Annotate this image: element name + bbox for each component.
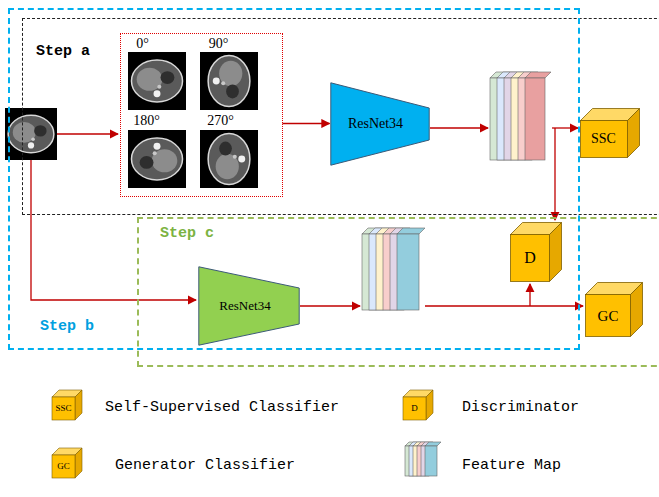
feature-layer — [525, 78, 545, 160]
step-label: Step b — [40, 319, 94, 336]
ct-slice — [200, 130, 258, 188]
block-label: D — [524, 249, 536, 267]
ct-background — [200, 130, 258, 188]
ct-stomach — [160, 71, 174, 84]
block-label: GC — [598, 307, 619, 324]
block-label: ResNet34 — [219, 299, 270, 313]
step-region: Step a 0° 90° 180° 270° ResNet34SSC — [22, 18, 659, 215]
cube-front — [403, 397, 426, 420]
flow-arrow — [57, 133, 118, 134]
flow-connector — [283, 123, 330, 124]
cube-outline — [510, 222, 562, 282]
ct-spine — [154, 90, 161, 97]
rotation-group: 0° 90° 180° 270° — [120, 33, 283, 197]
ct-body — [131, 138, 182, 180]
ct-background — [200, 52, 258, 110]
discriminator-cube: D — [510, 222, 562, 282]
ct-aorta — [233, 155, 237, 159]
block-label: ResNet34 — [348, 116, 403, 131]
cube-front — [580, 120, 627, 157]
feature-layer — [425, 446, 437, 476]
ct-spine — [213, 78, 220, 85]
encoder-block: ResNet34 — [198, 266, 300, 346]
ct-aorta — [221, 81, 225, 85]
cube-side — [426, 390, 433, 420]
flow-arrow — [529, 284, 530, 306]
cube-front — [52, 455, 75, 478]
trapezoid-fill — [199, 267, 299, 345]
ct-stomach — [226, 84, 239, 98]
ct-aorta — [157, 85, 161, 89]
angle-label: 0° — [136, 36, 149, 51]
flow-arrow — [425, 305, 583, 306]
flow-arrow — [552, 127, 578, 128]
ct-liver — [216, 154, 239, 180]
ct-slice — [128, 52, 186, 110]
trapezoid-fill — [330, 82, 428, 164]
ct-background — [5, 108, 57, 160]
ct-liver — [152, 149, 178, 172]
ct-spine — [28, 142, 34, 148]
ct-body — [131, 60, 182, 102]
illustration-group — [5, 52, 583, 478]
step-region: Step c D ResNet34GC — [137, 217, 659, 367]
angle-label: 180° — [133, 113, 160, 128]
feature-layer-top — [525, 72, 551, 78]
icon-label: GC — [57, 462, 70, 472]
ct-liver — [137, 68, 163, 91]
encoder-block: ResNet34 — [330, 82, 430, 166]
ct-background — [128, 52, 186, 110]
cube-front — [52, 397, 75, 420]
legend-text: Discriminator — [462, 400, 579, 417]
ct-stomach — [219, 142, 232, 156]
block-label: SSC — [591, 131, 616, 146]
feature-layer-top — [425, 442, 441, 446]
ct-stomach — [140, 156, 154, 169]
classifier-cube: GC — [585, 282, 643, 337]
ct-body — [208, 55, 250, 106]
cube-side — [75, 448, 82, 478]
angle-label: 270° — [207, 113, 234, 128]
ct-slice — [5, 108, 57, 160]
icon-label: SSC — [55, 404, 71, 414]
cube-side — [75, 390, 82, 420]
flow-arrow — [554, 128, 555, 220]
ct-body — [8, 115, 54, 152]
ct-spine — [154, 143, 161, 150]
ct-stomach — [34, 125, 46, 136]
legend-text: Generator Classifier — [115, 458, 295, 475]
ct-slice — [200, 52, 258, 110]
ct-background — [128, 130, 186, 188]
step-label: Step c — [160, 226, 214, 243]
ct-liver — [13, 122, 36, 143]
ct-aorta — [153, 151, 157, 155]
angle-label: 90° — [209, 36, 229, 51]
legend-text: Feature Map — [462, 458, 561, 475]
cube-side — [631, 283, 643, 337]
icon-label: D — [411, 404, 418, 414]
feature-layer — [397, 234, 419, 310]
ct-liver — [219, 61, 242, 87]
flow-arrow — [430, 127, 488, 128]
flow-arrow — [300, 305, 360, 306]
legend-text: Self-Supervised Classifier — [105, 400, 339, 417]
ct-body — [208, 133, 250, 184]
classifier-cube: SSC — [580, 108, 640, 158]
ct-slice — [128, 130, 186, 188]
ct-spine — [238, 156, 245, 163]
cube-front — [511, 235, 550, 282]
cube-side — [550, 223, 562, 282]
cube-front — [586, 295, 631, 337]
ct-aorta — [31, 137, 35, 141]
cube-side — [627, 108, 639, 157]
step-label: Step a — [36, 44, 90, 61]
feature-layer-top — [397, 228, 425, 234]
